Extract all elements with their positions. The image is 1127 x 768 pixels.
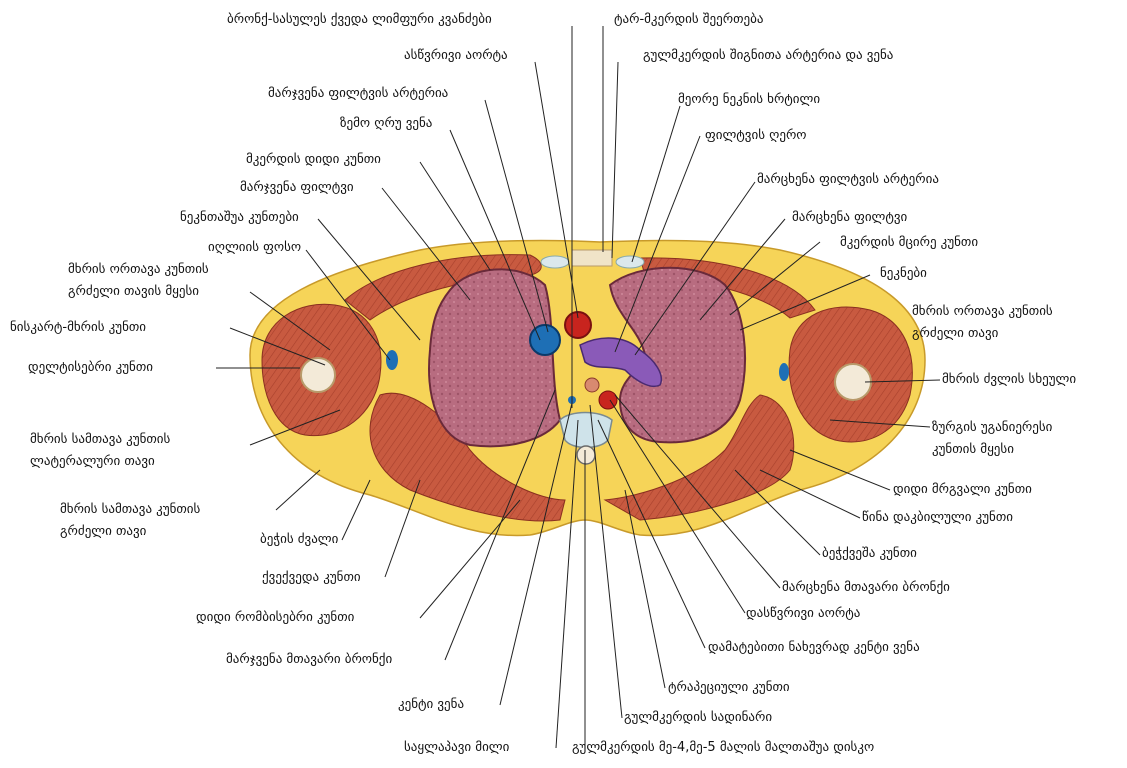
label-right-lung: მარჯვენა ფილტვი bbox=[240, 180, 354, 195]
label-descending-aorta: დასწვრივი აორტა bbox=[746, 606, 861, 621]
label-pectoralis-minor: მკერდის მცირე კუნთი bbox=[840, 235, 979, 250]
leader-lines bbox=[216, 26, 941, 749]
back-muscles-left bbox=[603, 394, 795, 521]
label-rhomboid-major: დიდი რომბისებრი კუნთი bbox=[196, 610, 355, 625]
label-biceps-tendon-line2: გრძელი თავის მყესი bbox=[68, 284, 199, 299]
label-pectoralis-major: მკერდის დიდი კუნთი bbox=[246, 152, 381, 167]
label-biceps-long-head-line2: გრძელი თავი bbox=[912, 326, 999, 341]
label-right-pulmonary-artery: მარჯვენა ფილტვის არტერია bbox=[268, 86, 449, 101]
label-axillary-fossa: იღლიის ფოსო bbox=[208, 240, 302, 255]
label-azygos: კენტი ვენა bbox=[398, 697, 465, 712]
label-thoracic-duct: გულმკერდის სადინარი bbox=[624, 710, 773, 725]
label-serratus-anterior: წინა დაკბილული კუნთი bbox=[862, 510, 1013, 525]
label-intervertebral-disc: გულმკერდის მე-4,მე-5 მალის მალთაშუა დისკ… bbox=[572, 740, 875, 755]
label-ribs: ნეკნები bbox=[880, 266, 927, 281]
label-pulmonary-trunk: ფილტვის ღერო bbox=[705, 128, 807, 143]
label-deltoid: დელტისებრი კუნთი bbox=[28, 360, 153, 375]
pulmonary-trunk bbox=[579, 337, 662, 387]
label-teres-major: დიდი მრგვალი კუნთი bbox=[893, 482, 1032, 497]
label-scapula: ბეჭის ძვალი bbox=[260, 532, 339, 547]
vertebra bbox=[559, 411, 613, 449]
label-left-main-bronchus: მარცხენა მთავარი ბრონქი bbox=[782, 580, 950, 595]
label-subscapular: ქვექვედა კუნთი bbox=[262, 570, 361, 585]
axillary-vessel-left bbox=[779, 363, 789, 381]
label-manubriosternal-joint: ტარ-მკერდის შეერთება bbox=[614, 12, 764, 27]
label-esophagus: საყლაპავი მილი bbox=[404, 740, 510, 755]
costal-cartilage-right bbox=[540, 255, 570, 269]
label-coracobrachialis: ნისკარტ-მხრის კუნთი bbox=[10, 320, 147, 335]
esophagus-shape bbox=[584, 377, 600, 393]
label-trapezius: ტრაპეციული კუნთი bbox=[668, 680, 790, 695]
costal-cartilage-left bbox=[615, 255, 645, 269]
label-intercostal-muscles: ნეკნთაშუა კუნთები bbox=[180, 210, 299, 225]
sternum bbox=[571, 249, 613, 267]
label-left-lung: მარცხენა ფილტვი bbox=[792, 210, 908, 225]
spinal-canal bbox=[576, 445, 596, 465]
label-latissimus-line1: ზურგის უგანიერესი bbox=[932, 420, 1053, 435]
label-biceps-tendon-line1: მხრის ორთავა კუნთის bbox=[68, 262, 209, 277]
label-hemiazygos: დამატებითი ნახევრად კენტი ვენა bbox=[708, 640, 920, 655]
superior-vena-cava bbox=[529, 324, 561, 356]
label-second-rib-cartilage: მეორე ნეკნის ხრტილი bbox=[678, 92, 821, 107]
label-triceps-lateral-line2: ლატერალური თავი bbox=[30, 454, 155, 469]
label-triceps-long-line1: მხრის სამთავა კუნთის bbox=[60, 502, 201, 517]
label-bronchopulmonary-nodes: ბრონქ-სასულეს ქვედა ლიმფური კვანძები bbox=[227, 12, 492, 27]
label-left-pulmonary-artery: მარცხენა ფილტვის არტერია bbox=[757, 172, 939, 187]
right-humerus bbox=[300, 357, 336, 393]
label-latissimus-line2: კუნთის მყესი bbox=[932, 442, 1014, 457]
axillary-vessel-right bbox=[386, 350, 398, 370]
label-ascending-aorta: ასწვრივი აორტა bbox=[404, 48, 508, 63]
label-superior-vena-cava: ზემო ღრუ ვენა bbox=[340, 116, 433, 131]
label-biceps-long-head-line1: მხრის ორთავა კუნთის bbox=[912, 304, 1053, 319]
label-humerus: მხრის ძვლის სხეული bbox=[942, 372, 1077, 387]
label-right-main-bronchus: მარჯვენა მთავარი ბრონქი bbox=[226, 652, 393, 667]
right-lung bbox=[428, 268, 562, 448]
label-internal-thoracic: გულმკერდის შიგნითა არტერია და ვენა bbox=[643, 48, 894, 63]
label-infraspinatus: ბეჭქვეშა კუნთი bbox=[822, 546, 917, 561]
label-triceps-lateral-line1: მხრის სამთავა კუნთის bbox=[30, 432, 171, 447]
label-triceps-long-line2: გრძელი თავი bbox=[60, 524, 147, 539]
